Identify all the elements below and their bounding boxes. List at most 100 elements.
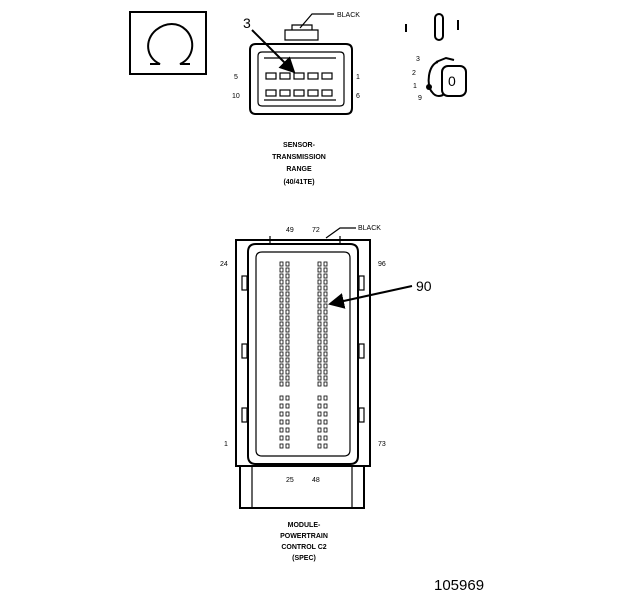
transmission-range-connector (249, 24, 353, 115)
pin-cavity (279, 261, 284, 267)
pin-cavity (285, 351, 290, 357)
pin-cavity (285, 261, 290, 267)
pin-cavity (317, 267, 322, 273)
pin-cavity (279, 427, 284, 433)
terminal-pin-9-label: 9 (418, 95, 422, 102)
pin-cavity (323, 267, 328, 273)
pin-cavity (317, 435, 322, 441)
top-pin-5-label: 5 (234, 74, 238, 81)
pin-cavity (279, 369, 284, 375)
pin-cavity (317, 381, 322, 387)
pin-cavity (317, 303, 322, 309)
pin-cavity (285, 345, 290, 351)
pin-cavity (317, 273, 322, 279)
pin-cavity (279, 273, 284, 279)
pin-cavity (279, 435, 284, 441)
pin-cavity (323, 321, 328, 327)
pin-cavity (279, 267, 284, 273)
pin-cavity (317, 285, 322, 291)
top-caption-line-4: (40/41TE) (283, 179, 314, 186)
pin-cavity (279, 303, 284, 309)
pin-cavity (323, 291, 328, 297)
pin-cavity (317, 339, 322, 345)
pin-cavity (323, 443, 328, 449)
pin-cavity (323, 303, 328, 309)
bottom-pin-72-label: 72 (312, 227, 320, 234)
top-pin-6-label: 6 (356, 93, 360, 100)
pin-cavity (323, 381, 328, 387)
pin-cavity (285, 279, 290, 285)
bottom-caption-line-2: POWERTRAIN (280, 533, 328, 540)
pin-cavity (317, 411, 322, 417)
pin-cavity (323, 351, 328, 357)
pin-cavity (317, 443, 322, 449)
pin-cavity (279, 351, 284, 357)
pin-cavity (285, 403, 290, 409)
bottom-pin-49-label: 49 (286, 227, 294, 234)
pin-cavity (279, 411, 284, 417)
pin-cavity (317, 363, 322, 369)
pin-cavity (285, 285, 290, 291)
pin-cavity (279, 297, 284, 303)
top-connector-color-label: BLACK (337, 12, 360, 19)
pin-cavity (285, 419, 290, 425)
bottom-pin-25-label: 25 (286, 477, 294, 484)
pin-cavity (285, 273, 290, 279)
pin-cavity (323, 339, 328, 345)
pin-cavity (323, 427, 328, 433)
bottom-caption-line-4: (SPEC) (292, 555, 316, 562)
pin-cavity (285, 363, 290, 369)
pin-cavity (285, 381, 290, 387)
pin-cavity (323, 285, 328, 291)
pin-cavity (317, 403, 322, 409)
bottom-pin-48-label: 48 (312, 477, 320, 484)
pin-cavity (317, 357, 322, 363)
terminal-pin-2-label: 2 (412, 70, 416, 77)
pin-cavity (317, 427, 322, 433)
pin-cavity (285, 411, 290, 417)
pin-cavity (317, 419, 322, 425)
pin-cavity (285, 291, 290, 297)
pin-cavity (323, 279, 328, 285)
pin-cavity (285, 267, 290, 273)
bottom-caption-line-3: CONTROL C2 (281, 544, 326, 551)
pin-cavity (317, 345, 322, 351)
bottom-pin-24-label: 24 (220, 261, 228, 268)
terminal-pin-1-label: 1 (413, 83, 417, 90)
pin-cavity (285, 435, 290, 441)
pin-cavity (323, 357, 328, 363)
pin-cavity (323, 363, 328, 369)
pin-cavity (285, 395, 290, 401)
pin-cavity (323, 327, 328, 333)
figure-number: 105969 (434, 577, 484, 594)
bottom-connector-callout: 90 (416, 278, 432, 294)
pin-cavity (323, 411, 328, 417)
terminal-view-icon (405, 13, 467, 97)
bottom-caption-line-1: MODULE- (288, 522, 321, 529)
pin-cavity (323, 309, 328, 315)
pin-cavity (323, 369, 328, 375)
powertrain-control-connector (235, 236, 371, 509)
pin-cavity (323, 375, 328, 381)
pin-cavity (279, 333, 284, 339)
pin-cavity (279, 309, 284, 315)
pin-cavity (323, 297, 328, 303)
pin-cavity (279, 327, 284, 333)
pin-cavity (323, 315, 328, 321)
bottom-pin-73-label: 73 (378, 441, 386, 448)
bottom-pin-96-label: 96 (378, 261, 386, 268)
pin-cavity (285, 427, 290, 433)
pin-cavity (317, 321, 322, 327)
pin-cavity (323, 333, 328, 339)
pin-column-left (279, 261, 290, 449)
terminal-pin-3-label: 3 (416, 56, 420, 63)
pin-cavity (317, 333, 322, 339)
pin-cavity (285, 309, 290, 315)
pin-cavity (323, 419, 328, 425)
top-connector-callout: 3 (243, 15, 251, 31)
pin-cavity (279, 419, 284, 425)
pin-cavity (285, 303, 290, 309)
pin-column-right (317, 261, 328, 449)
pin-cavity (317, 279, 322, 285)
bottom-pin-1-label: 1 (224, 441, 228, 448)
